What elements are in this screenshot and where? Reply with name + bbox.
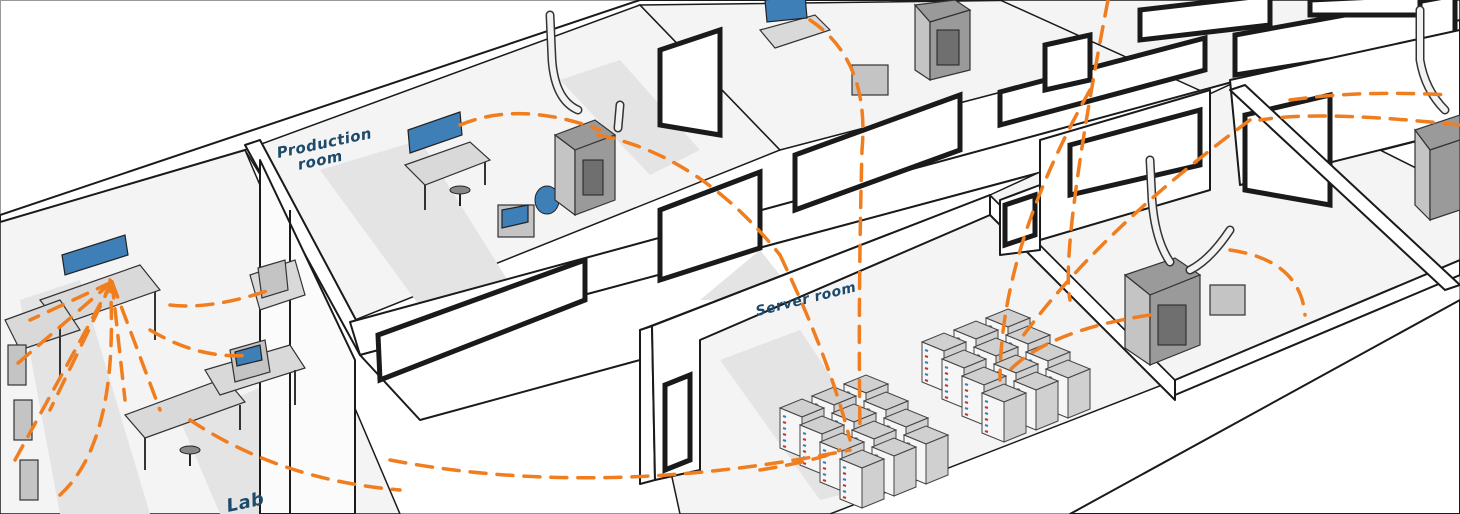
floor-pattern (320, 140, 520, 320)
server-rack-group (778, 308, 1092, 509)
server-rack-icon (838, 449, 886, 509)
3d-printer-icon (553, 119, 617, 217)
stool-icon (449, 185, 471, 206)
duct-pipe-icon (1145, 155, 1235, 275)
3d-printer-icon (913, 0, 972, 82)
window (662, 371, 693, 474)
workstation-icon (403, 111, 492, 210)
window (1137, 0, 1273, 43)
workstation-icon (257, 259, 289, 299)
server-rack-icon (980, 383, 1028, 443)
floor-pattern (560, 60, 700, 175)
lab-instruments (497, 185, 560, 238)
window (1067, 106, 1203, 199)
window (1002, 191, 1038, 249)
duct-pipe-icon (1415, 5, 1450, 115)
duct-pipe-icon (545, 10, 625, 133)
window (657, 168, 763, 284)
workstation-icon (229, 339, 271, 383)
window (792, 91, 963, 214)
window (1042, 31, 1093, 94)
room-divider (1229, 84, 1460, 291)
lab-divider-wall (259, 159, 356, 514)
window (1307, 0, 1423, 18)
stool-icon (179, 445, 201, 466)
wireless-link-paths (8, 0, 1460, 497)
3d-printer-icon (1123, 257, 1246, 367)
window (657, 26, 723, 138)
3d-printer-icon (1414, 114, 1460, 222)
front-corridor-wall (1069, 299, 1460, 514)
window (997, 34, 1208, 129)
front-wall (1174, 259, 1460, 396)
lab-instruments (7, 344, 39, 501)
window (375, 256, 588, 384)
workstation-icon (61, 234, 129, 276)
